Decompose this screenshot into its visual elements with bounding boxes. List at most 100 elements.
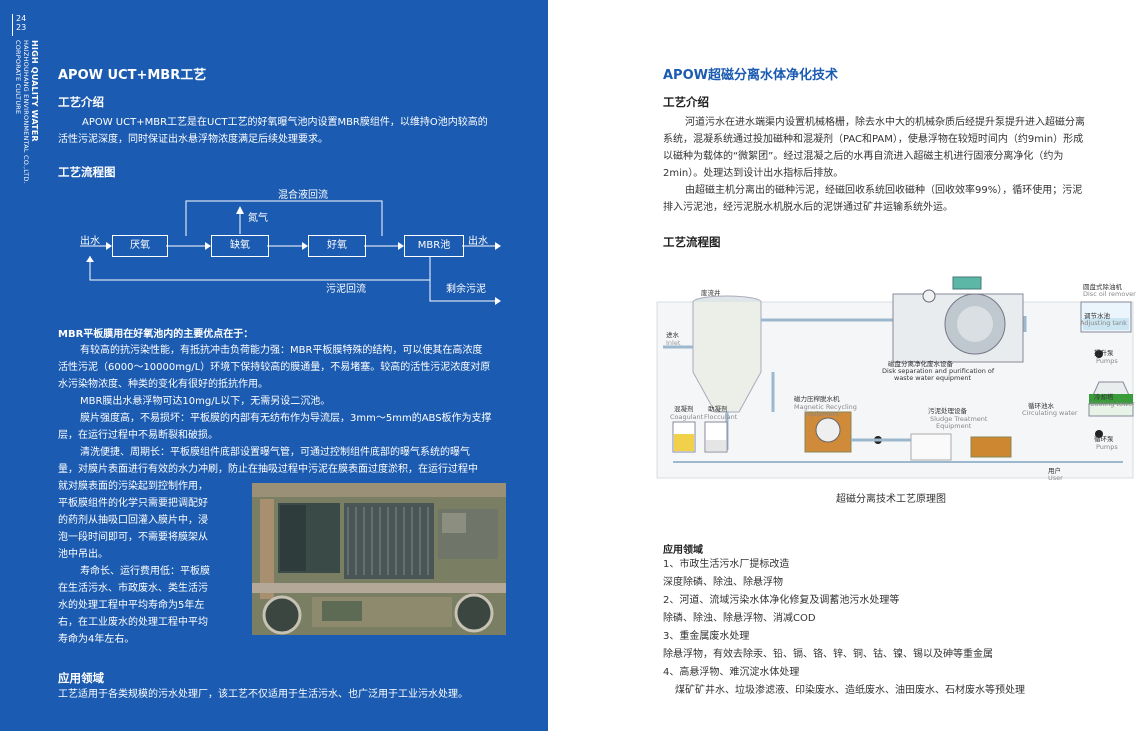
label-well: 废流井 — [701, 289, 721, 297]
intro-line: APOW UCT+MBR工艺是在UCT工艺的好氧曝气池内设置MBR膜组件，以维持… — [82, 117, 488, 128]
diagram-caption: 超磁分离技术工艺原理图 — [836, 494, 946, 505]
label-coagulant-en: Coagulant — [670, 413, 704, 421]
inlet-label: 出水 — [80, 236, 100, 247]
label-recycling: 磁力压榨脱水机 — [794, 395, 840, 403]
sludge-return-label: 污泥回流 — [326, 284, 366, 295]
arrow-icon — [495, 242, 501, 250]
adv-line: 水的处理工程中平均寿命为5年左 — [58, 600, 205, 611]
right-page: APOW超磁分离水体净化技术 工艺介绍 河道污水在进水端渠内设置机械格栅，除去水… — [548, 0, 1146, 731]
intro-line: 排入污泥池，经污泥脱水机脱水后的泥饼通过矿井运输系统外运。 — [663, 202, 953, 213]
label-coagulant: 混凝剂 — [674, 405, 694, 413]
adv-line: 寿命长、运行费用低：平板膜 — [80, 566, 210, 577]
label-sludge: 污泥处理设备 — [928, 407, 967, 415]
label-flocculant: 助凝剂 — [708, 405, 728, 413]
anoxic-box: 缺氧 — [211, 235, 269, 257]
adv-line: 活性污泥（6000～10000mg/L）环境下保持较高的膜通量，不易堵塞。较高的… — [58, 362, 491, 373]
label-user-en: User — [1048, 474, 1063, 482]
page-title: APOW UCT+MBR工艺 — [58, 68, 207, 83]
right-application-heading: 应用领域 — [663, 545, 703, 556]
application-heading: 应用领域 — [58, 671, 104, 685]
app-line: 2、河道、流域污染水体净化修复及调蓄池污水处理等 — [663, 595, 900, 606]
side-brand: HIGH QUALITY WATER — [30, 40, 39, 142]
label-tank-en: Adjusting tank — [1080, 319, 1127, 327]
page-number-bottom: 23 — [16, 23, 27, 32]
adv-line: 的药剂从抽吸口回灌入膜片中，浸 — [58, 515, 208, 526]
label-inlet: 进水 — [666, 331, 679, 339]
right-application-list: 1、市政生活污水厂提标改造 深度除磷、除浊、除悬浮物 2、河道、流域污染水体净化… — [663, 556, 1133, 700]
intro-line: 系统，混凝系统通过投加磁种和混凝剂（PAC和PAM），使悬浮物在较短时间内（约9… — [663, 134, 1084, 145]
arrow-icon — [86, 256, 94, 262]
magnetic-process-diagram — [656, 276, 1134, 479]
mixed-return-label: 混合液回流 — [278, 190, 328, 201]
right-page-title: APOW超磁分离水体净化技术 — [663, 68, 838, 83]
page-number: 24 23 — [12, 14, 35, 36]
adv-line: 就对膜表面的污染起到控制作用， — [58, 481, 208, 492]
sludge-return-line — [89, 256, 431, 281]
label-oil-remover-en: Disc oil remover — [1083, 290, 1136, 298]
label-pool: 循环池水 — [1028, 402, 1054, 410]
right-flow-heading: 工艺流程图 — [663, 235, 721, 249]
adv-line: 清洗便捷、周期长：平板膜组件底部设置曝气管，可通过控制组件底部的曝气系统的曝气 — [80, 447, 470, 458]
app-line: 3、重金属废水处理 — [663, 631, 750, 642]
label-user: 用户 — [1048, 467, 1061, 475]
label-tank: 调节水池 — [1084, 312, 1110, 320]
flow-diagram — [80, 200, 501, 305]
mbr-box: MBR池 — [404, 235, 464, 257]
adv-line: 池中吊出。 — [58, 549, 108, 560]
adv-line: 在生活污水、市政废水、类生活污 — [58, 583, 208, 594]
adv-line: 量，对膜片表面进行有效的水力冲刷，防止在抽吸过程中污泥在膜表面过度淤积，在运行过… — [58, 464, 478, 475]
label-flocculant-en: Flocculant — [704, 413, 738, 421]
left-page: 24 23 HIGH QUALITY WATER HAIZHOUHANG ENV… — [0, 0, 548, 731]
adv-line: 膜片强度高，不易损坏：平板膜的内部有无纺布作为导流层，3mm～5mm的ABS板作… — [80, 413, 492, 424]
aerobic-box: 好氧 — [308, 235, 366, 257]
plant-photo-image — [252, 483, 506, 635]
adv-line: 水污染物浓度、种类的变化有很好的抵抗作用。 — [58, 379, 268, 390]
arrow-icon — [205, 242, 211, 250]
label-magnetic-unit-en2: waste water equipment — [894, 374, 972, 382]
label-sludge-en2: Equipment — [936, 422, 972, 430]
arrow-icon — [398, 242, 404, 250]
app-line: 4、高悬浮物、难沉淀水体处理 — [663, 667, 800, 678]
excess-sludge-line — [429, 280, 495, 302]
app-line: 1、市政生活污水厂提标改造 — [663, 559, 790, 570]
intro-line: 由超磁主机分离出的磁种污泥，经磁回收系统回收磁种（回收效率99%），循环使用；污… — [685, 185, 1083, 196]
excess-sludge-label: 剩余污泥 — [446, 284, 486, 295]
label-pump2: 循环泵 — [1094, 435, 1114, 443]
flow-heading: 工艺流程图 — [58, 165, 116, 179]
label-recycling-en2: Equipment — [804, 410, 840, 418]
label-magnetic-unit-en: Disk separation and purification of — [882, 367, 995, 375]
advantage-heading: MBR平板膜用在好氧池内的主要优点在于： — [58, 329, 254, 340]
adv-line: 平板膜组件的化学只需要把调配好 — [58, 498, 208, 509]
sludge-tank — [970, 436, 1012, 458]
right-intro-heading: 工艺介绍 — [663, 95, 709, 109]
label-recycling-en: Magnetic Recycling — [794, 403, 857, 411]
label-oil-remover: 圆盘式除油机 — [1083, 283, 1122, 291]
adv-line: 泡一段时间即可，不需要将膜架从 — [58, 532, 208, 543]
app-line: 煤矿矿井水、垃圾渗滤液、印染废水、造纸废水、油田废水、石材废水等预处理 — [675, 685, 1025, 696]
plant-aerial-photo — [252, 483, 506, 635]
advantage-text: 有较高的抗污染性能，有抵抗冲击负荷能力强：MBR平板膜特殊的结构，可以使其在高浓… — [58, 342, 528, 495]
application-text: 工艺适用于各类规模的污水处理厂，该工艺不仅适用于生活污水、也广泛用于工业污水处理… — [58, 689, 468, 700]
intro-heading: 工艺介绍 — [58, 95, 104, 109]
adv-line: 有较高的抗污染性能，有抵抗冲击负荷能力强：MBR平板膜特殊的结构，可以使其在高浓… — [80, 345, 483, 356]
label-pump1: 提升泵 — [1094, 349, 1114, 357]
label-inlet-en: Inlet — [666, 339, 681, 347]
label-tower: 冷却塔 — [1094, 393, 1114, 401]
mixed-return-line — [185, 200, 383, 236]
outlet-label: 出水 — [468, 236, 488, 247]
label-pool-en: Circulating water — [1022, 409, 1078, 417]
page-number-top: 24 — [16, 14, 27, 23]
intro-text: APOW UCT+MBR工艺是在UCT工艺的好氧曝气池内设置MBR膜组件，以维持… — [58, 114, 538, 148]
label-tower-en: Cooling tower — [1090, 400, 1135, 408]
arrow-icon — [302, 242, 308, 250]
intro-line: 活性污泥深度，同时保证出水悬浮物浓度满足后续处理要求。 — [58, 134, 328, 145]
side-brand-text: HIGH QUALITY WATER HAIZHOUHANG ENVIRONME… — [14, 40, 39, 184]
anaerobic-box: 厌氧 — [112, 235, 168, 257]
app-line: 除磷、除浊、除悬浮物、消减COD — [663, 613, 816, 624]
label-pump2-en: Pumps — [1096, 443, 1118, 451]
arrow-icon — [236, 206, 244, 214]
side-line2: HAIZHOUHANG ENVIRONMENTAL CO.,LTD. — [22, 40, 30, 184]
intro-line: 以磁种为载体的“微絮团”。经过混凝之后的水再自流进入超磁主机进行固液分离净化（约… — [663, 151, 1064, 162]
adv-line: 寿命为4年左右。 — [58, 634, 135, 645]
intro-line: 2min）。处理达到设计出水指标后排放。 — [663, 168, 844, 179]
